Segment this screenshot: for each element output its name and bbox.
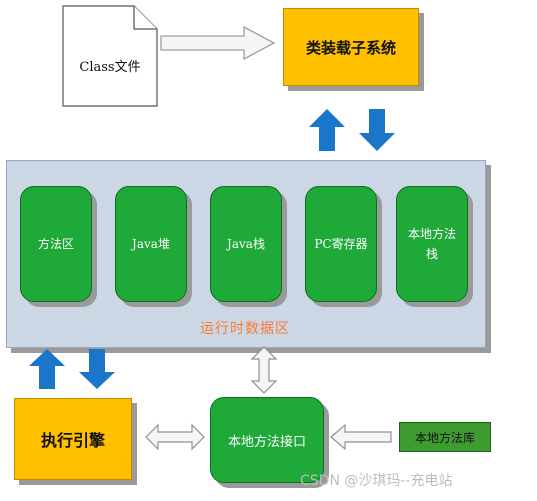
up-arrow-icon xyxy=(29,349,65,389)
engine-native-double-arrow xyxy=(145,423,205,451)
native-method-stack: 本地方法 栈 xyxy=(396,186,468,302)
java-stack-label: Java栈 xyxy=(227,236,265,251)
method-area: 方法区 xyxy=(20,186,92,302)
pc-register: PC寄存器 xyxy=(305,186,377,302)
native-method-library: 本地方法库 xyxy=(399,422,491,452)
java-stack: Java栈 xyxy=(210,186,282,302)
class-loader-subsystem: 类装载子系统 xyxy=(283,8,419,86)
pc-register-label: PC寄存器 xyxy=(314,236,368,251)
down-arrow-icon xyxy=(79,349,115,389)
csdn-watermark: CSDN @沙琪玛--充电站 xyxy=(300,473,453,489)
class-file-label: Class文件 xyxy=(79,60,141,75)
runtime-data-area-label: 运行时数据区 xyxy=(200,321,290,337)
down-arrow-icon xyxy=(359,109,395,151)
method-area-label: 方法区 xyxy=(37,236,74,251)
runtime-native-double-arrow xyxy=(250,346,278,394)
java-heap-label: Java堆 xyxy=(132,236,170,251)
library-to-interface-arrow xyxy=(330,423,392,451)
native-method-interface: 本地方法接口 xyxy=(210,397,324,483)
up-arrow-icon xyxy=(309,109,345,151)
native-method-stack-label-line1: 本地方法 xyxy=(407,226,456,241)
class-file-document xyxy=(62,5,158,107)
native-method-stack-label-line2: 栈 xyxy=(425,247,438,261)
java-heap: Java堆 xyxy=(115,186,187,302)
class-to-loader-arrow xyxy=(160,25,276,61)
execution-engine: 执行引擎 xyxy=(14,398,132,480)
